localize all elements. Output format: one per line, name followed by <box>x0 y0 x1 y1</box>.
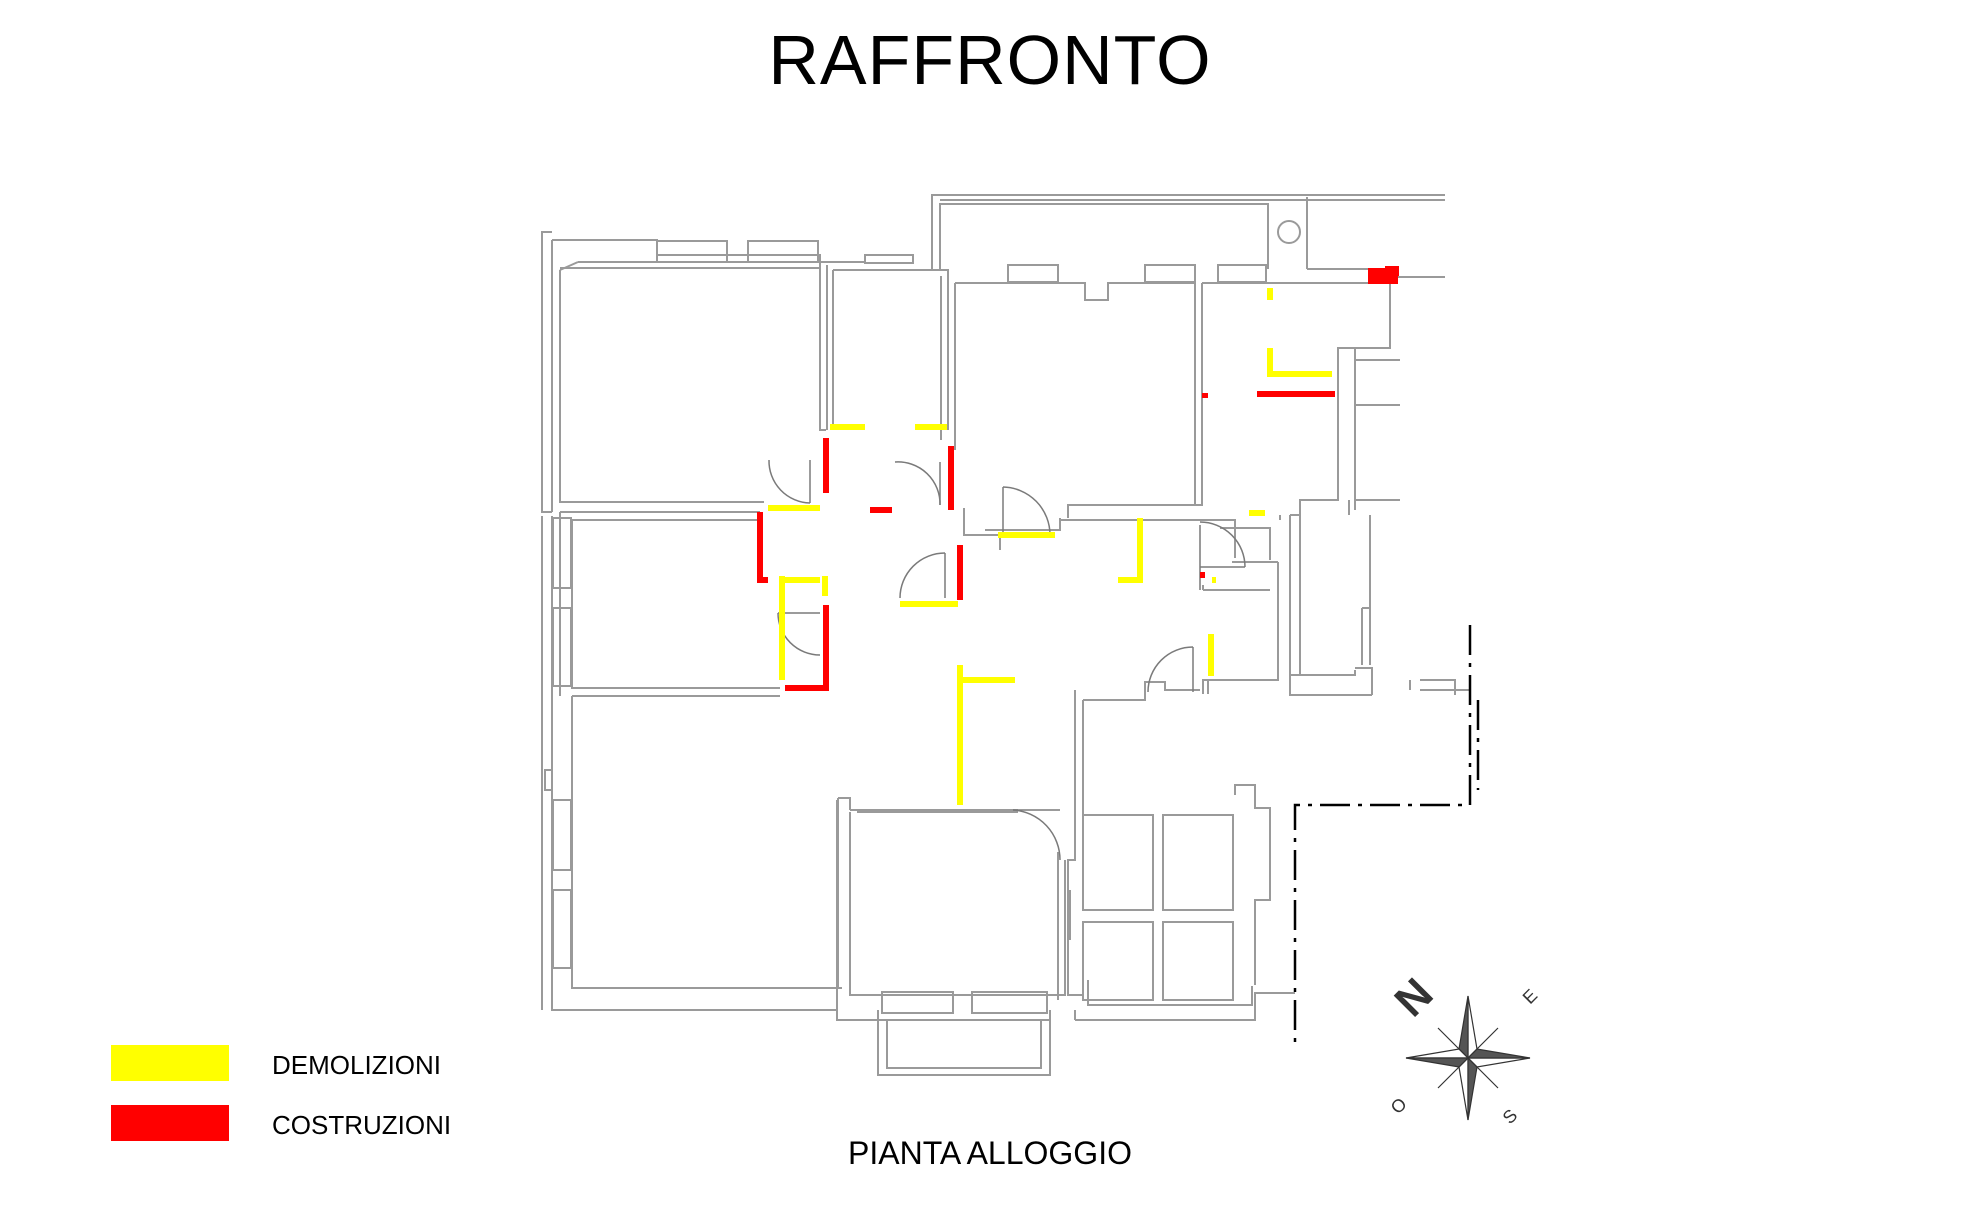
legend-label-demolition: DEMOLIZIONI <box>272 1050 442 1080</box>
compass-east-label: E <box>1519 985 1542 1008</box>
legend-swatch-construction <box>111 1105 229 1141</box>
property-boundary <box>1293 625 1480 1045</box>
legend-swatch-demolition <box>111 1045 229 1081</box>
compass-rose-icon <box>1405 995 1531 1121</box>
existing-walls <box>541 194 1471 1076</box>
plan-subtitle: PIANTA ALLOGGIO <box>848 1135 1132 1171</box>
compass-south-label: S <box>1499 1105 1522 1128</box>
compass-west-label: O <box>1387 1094 1411 1118</box>
compass-north-label: N <box>1385 969 1442 1026</box>
constructions <box>757 391 1335 691</box>
page-title: RAFFRONTO <box>768 21 1212 99</box>
door-swings <box>768 459 1246 861</box>
demolitions <box>768 288 1332 805</box>
legend-label-construction: COSTRUZIONI <box>272 1110 452 1140</box>
